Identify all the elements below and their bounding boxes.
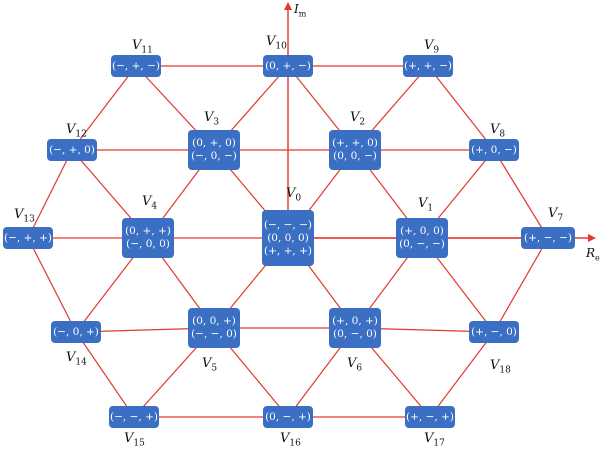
vector-node-v3: (0, +, 0)(−, 0, −) <box>188 130 240 170</box>
switch-state: (+, −, −) <box>524 231 572 244</box>
vector-label-v11: V11 <box>132 38 153 56</box>
vector-node-v0: (−, −, −)(0, 0, 0)(+, +, +) <box>262 210 314 266</box>
vector-label-v1: V1 <box>418 196 434 214</box>
vector-node-v5: (0, 0, +)(−, −, 0) <box>188 308 240 348</box>
switch-state: (−, −, −) <box>264 218 312 231</box>
switch-state: (0, −, +) <box>265 410 311 423</box>
switch-state: (+, +, 0) <box>332 137 378 149</box>
vector-node-v4: (0, +, +)(−, 0, 0) <box>122 218 174 258</box>
vector-label-v16: V16 <box>280 431 301 449</box>
switch-state: (+, 0, 0) <box>400 225 444 237</box>
vector-node-v9: (+, +, −) <box>403 55 453 77</box>
vector-node-v13: (−, +, +) <box>3 227 53 249</box>
switch-state: (+, +, −) <box>404 59 452 72</box>
edge-v18-v17 <box>429 331 495 418</box>
switch-state: (0, +, −) <box>265 59 311 72</box>
edge-v7-v18 <box>493 237 549 333</box>
vector-label-v8: V8 <box>490 122 506 140</box>
vector-label-v6: V6 <box>347 356 363 374</box>
switch-state: (0, +, 0) <box>192 137 236 149</box>
switch-state: (−, +, +) <box>4 231 52 244</box>
vector-label-v4: V4 <box>142 194 158 212</box>
vector-label-v18: V18 <box>490 358 511 376</box>
vector-label-v5: V5 <box>202 356 218 374</box>
switch-state: (+, 0, +) <box>332 315 378 327</box>
vector-node-v15: (−, −, +) <box>109 406 159 428</box>
edge-v8-v7 <box>493 149 549 239</box>
edge-v13-v14 <box>27 237 77 333</box>
vector-node-v17: (+, −, +) <box>405 406 455 428</box>
edge-v12-v13 <box>27 149 73 239</box>
vector-node-v14: (−, 0, +) <box>51 321 101 343</box>
edge-v14-v15 <box>75 331 135 418</box>
vector-label-v17: V17 <box>424 431 445 449</box>
vector-label-v10: V10 <box>266 34 287 52</box>
vector-label-v3: V3 <box>204 110 220 128</box>
vector-label-v13: V13 <box>14 207 35 225</box>
switch-state: (+, −, +) <box>406 410 454 423</box>
switch-state: (−, −, 0) <box>191 328 237 340</box>
vector-label-v2: V2 <box>350 110 366 128</box>
vector-node-v11: (−, +, −) <box>111 55 161 77</box>
vector-label-v9: V9 <box>424 38 440 56</box>
switch-state: (0, 0, −) <box>333 150 377 162</box>
edge-v11-v12 <box>71 65 137 151</box>
switch-state: (0, −, −) <box>399 238 445 250</box>
vector-label-v15: V15 <box>124 431 145 449</box>
switch-state: (−, +, −) <box>112 59 160 72</box>
vector-label-v14: V14 <box>66 350 87 368</box>
vector-node-v8: (+, 0, −) <box>469 139 519 161</box>
switch-state: (+, −, 0) <box>471 325 517 338</box>
switch-state: (0, −, 0) <box>333 328 377 340</box>
switch-state: (−, −, +) <box>110 410 158 423</box>
edge-v9-v8 <box>427 65 495 151</box>
imag-axis-label: Im <box>294 2 307 19</box>
switch-state: (0, 0, +) <box>192 315 236 327</box>
switch-state: (0, +, +) <box>125 225 171 237</box>
vector-label-v12: V12 <box>66 122 87 140</box>
switch-state: (−, 0, −) <box>191 150 237 162</box>
vector-node-v7: (+, −, −) <box>521 227 575 249</box>
switch-state: (−, 0, 0) <box>126 238 170 250</box>
vector-label-v7: V7 <box>548 206 564 224</box>
vector-node-v18: (+, −, 0) <box>469 321 519 343</box>
switch-state: (−, 0, +) <box>53 325 99 338</box>
vector-node-v16: (0, −, +) <box>263 406 313 428</box>
vector-node-v1: (+, 0, 0)(0, −, −) <box>396 218 448 258</box>
real-axis-label: Re <box>586 246 600 263</box>
switch-state: (+, 0, −) <box>471 143 517 156</box>
switch-state: (0, 0, 0) <box>267 231 309 244</box>
switch-state: (+, +, +) <box>264 244 312 257</box>
vector-node-v10: (0, +, −) <box>263 55 313 77</box>
vector-node-v12: (−, +, 0) <box>47 139 97 161</box>
vector-node-v2: (+, +, 0)(0, 0, −) <box>329 130 381 170</box>
vector-node-v6: (+, 0, +)(0, −, 0) <box>329 308 381 348</box>
switch-state: (−, +, 0) <box>49 143 95 156</box>
vector-label-v0: V0 <box>286 186 302 204</box>
